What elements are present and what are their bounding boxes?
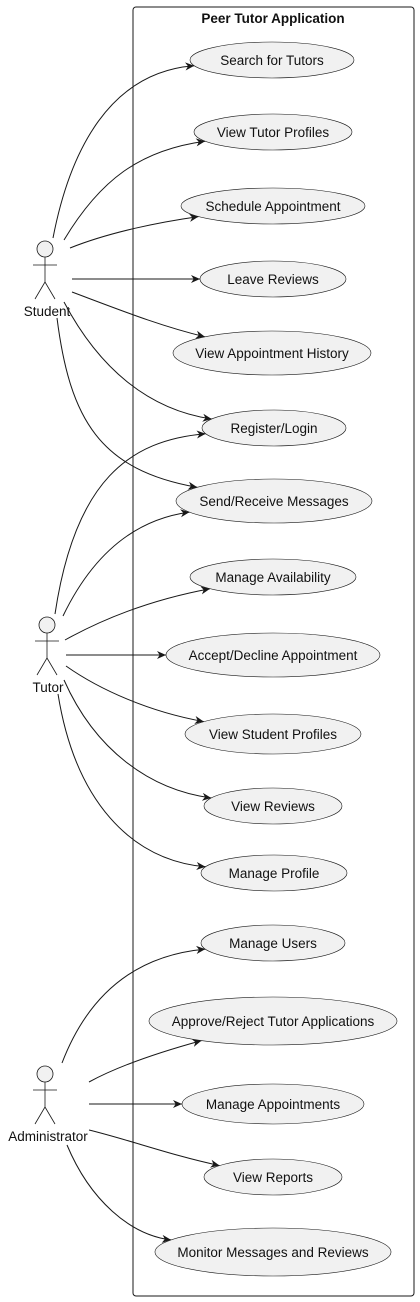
association-student-to-register-login [63, 301, 212, 422]
use-case-monitor-messages-reviews[interactable]: Monitor Messages and Reviews [154, 1227, 392, 1277]
association-student-to-view-tutor-profiles [63, 138, 206, 241]
association-admin-to-approve-reject-tutor-applications [88, 1039, 202, 1083]
use-case-ellipse [172, 330, 372, 376]
system-title: Peer Tutor Application [201, 11, 344, 26]
use-case-label: Manage Availability [215, 570, 331, 585]
use-case-leave-reviews[interactable]: Leave Reviews [199, 260, 347, 298]
association-admin-to-manage-users [61, 945, 206, 1064]
use-case-view-appointment-history[interactable]: View Appointment History [172, 330, 372, 376]
use-case-view-reviews[interactable]: View Reviews [203, 787, 343, 825]
association-lines [52, 62, 220, 1243]
association-tutor-to-register-login [54, 430, 206, 615]
association-student-to-search-tutors [52, 62, 195, 239]
use-case-label: Manage Appointments [206, 1097, 341, 1112]
use-case-view-tutor-profiles[interactable]: View Tutor Profiles [193, 113, 353, 151]
use-case-label: Approve/Reject Tutor Applications [172, 1014, 375, 1029]
use-case-accept-decline-appointment[interactable]: Accept/Decline Appointment [165, 632, 381, 678]
actor-label-student: Student [24, 304, 71, 319]
use-case-ellipse [175, 478, 373, 524]
use-case-ellipse [189, 41, 355, 79]
association-tutor-to-manage-profile [57, 693, 206, 871]
use-case-ellipse [200, 924, 346, 962]
use-case-label: Manage Profile [229, 866, 320, 881]
use-case-ellipse [154, 1227, 392, 1277]
use-case-ellipse [189, 558, 357, 596]
use-case-label: View Appointment History [195, 346, 349, 361]
use-case-schedule-appointment[interactable]: Schedule Appointment [180, 187, 366, 225]
use-case-manage-profile[interactable]: Manage Profile [200, 854, 348, 892]
use-case-label: Search for Tutors [220, 53, 324, 68]
use-case-label: View Reports [233, 1170, 313, 1185]
use-case-label: Register/Login [230, 421, 317, 436]
use-case-manage-users[interactable]: Manage Users [200, 924, 346, 962]
use-case-label: Monitor Messages and Reviews [177, 1245, 369, 1260]
use-case-label: Schedule Appointment [205, 199, 340, 214]
use-case-label: Accept/Decline Appointment [189, 648, 358, 663]
actor-icon [33, 240, 57, 300]
use-case-ellipse [181, 1083, 365, 1125]
use-case-ellipse [203, 787, 343, 825]
use-case-view-student-profiles[interactable]: View Student Profiles [184, 713, 362, 755]
actor-student[interactable]: Student [24, 240, 71, 319]
use-case-ellipse [203, 1158, 343, 1196]
use-case-view-reports[interactable]: View Reports [203, 1158, 343, 1196]
association-tutor-to-view-student-profiles [65, 665, 204, 725]
use-case-label: Leave Reviews [227, 272, 319, 287]
actor-tutor[interactable]: Tutor [32, 616, 64, 695]
use-case-send-receive-messages[interactable]: Send/Receive Messages [175, 478, 373, 524]
use-case-ellipse [201, 409, 347, 447]
actor-label-administrator: Administrator [8, 1129, 88, 1144]
use-case-ellipse [200, 854, 348, 892]
use-case-search-tutors[interactable]: Search for Tutors [189, 41, 355, 79]
association-tutor-to-send-receive-messages [62, 509, 190, 617]
association-admin-to-view-reports [88, 1129, 220, 1168]
use-case-label: View Reviews [231, 799, 315, 814]
use-case-register-login[interactable]: Register/Login [201, 409, 347, 447]
use-case-manage-appointments[interactable]: Manage Appointments [181, 1083, 365, 1125]
use-case-manage-availability[interactable]: Manage Availability [189, 558, 357, 596]
use-case-label: Send/Receive Messages [199, 494, 349, 509]
use-case-label: View Tutor Profiles [217, 125, 330, 140]
association-tutor-to-view-reviews [63, 679, 212, 801]
actor-icon [35, 616, 59, 676]
use-case-ellipse [184, 713, 362, 755]
use-case-ellipse [193, 113, 353, 151]
actor-icon [33, 1065, 57, 1125]
use-case-label: Manage Users [229, 936, 317, 951]
use-case-ellipse [165, 632, 381, 678]
association-student-to-send-receive-messages [56, 317, 198, 490]
association-student-to-schedule-appointment [69, 213, 199, 249]
actor-label-tutor: Tutor [32, 680, 64, 695]
association-admin-to-monitor-messages-reviews [66, 1144, 172, 1243]
use-case-ellipse [180, 187, 366, 225]
actor-administrator[interactable]: Administrator [8, 1065, 88, 1144]
association-student-to-view-appointment-history [71, 291, 206, 339]
use-case-ellipse [199, 260, 347, 298]
use-case-label: View Student Profiles [209, 727, 337, 742]
use-case-ellipse [148, 996, 398, 1046]
association-tutor-to-manage-availability [64, 586, 211, 641]
use-case-approve-reject-tutor-applications[interactable]: Approve/Reject Tutor Applications [148, 996, 398, 1046]
